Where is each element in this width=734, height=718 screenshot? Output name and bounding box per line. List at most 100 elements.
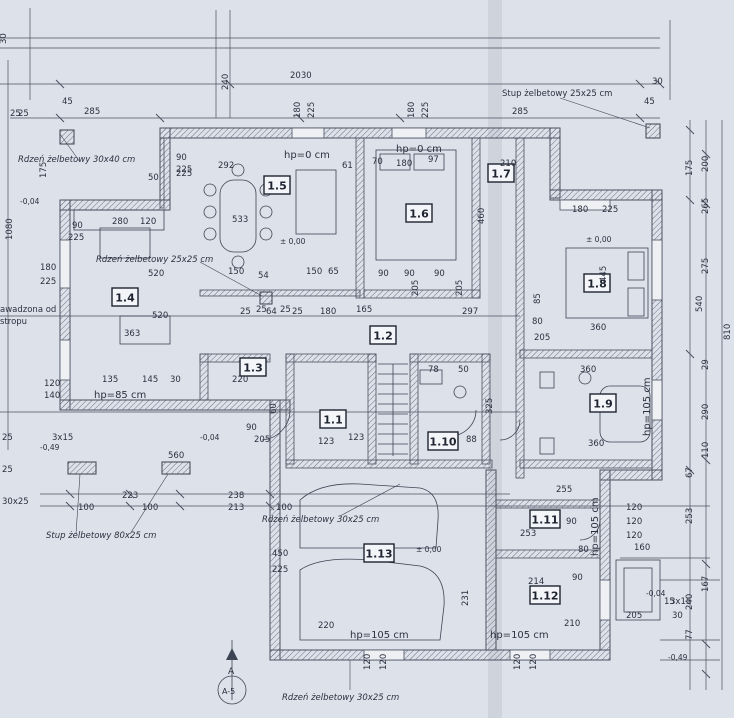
dimension-d50b: 50 — [458, 365, 469, 375]
furniture — [73, 149, 661, 641]
notes: Stup żelbetowy 25x25 cm Rdzeń żelbetowy … — [0, 89, 612, 703]
dimension-d100b: 100 — [142, 503, 158, 513]
dimension-d61: 61 — [342, 161, 353, 171]
note-rdzen-30x40: Rdzeń żelbetowy 30x40 cm — [18, 155, 135, 165]
dimension-d238: 238 — [228, 491, 244, 501]
dimension-d120a: 120 — [140, 217, 156, 227]
dimension-d445: 445 — [599, 266, 609, 282]
dimension-ticks — [55, 79, 711, 679]
dimension-d180d: 180 — [572, 205, 588, 215]
dimension-d285b: 285 — [512, 107, 528, 117]
dimension-d285: 285 — [84, 107, 100, 117]
dimension-d100c: 100 — [276, 503, 292, 513]
dimension-d30c: 30 — [672, 611, 683, 621]
dimension-d205: 205 — [411, 280, 421, 296]
level-hp105-bottom: hp=105 cm — [350, 630, 409, 641]
dimension-d123b: 123 — [348, 433, 364, 443]
dimension-d214: 214 — [528, 577, 544, 587]
room-label-box — [111, 287, 139, 307]
level-pm-1-5: ± 0,00 — [280, 237, 306, 246]
dimension-d450: 450 — [272, 549, 288, 559]
room-label-1-2: 1.2 — [373, 330, 393, 343]
level-m004-left: -0,04 — [20, 197, 40, 206]
bed-1-8 — [565, 247, 649, 319]
dimension-d253: 253 — [520, 529, 536, 539]
dimension-d30x25: 30x25 — [2, 497, 29, 507]
dimension-d290: 290 — [701, 404, 711, 420]
dimension-d85: 85 — [533, 293, 543, 304]
dimension-d29: 29 — [701, 359, 711, 370]
dimension-d205d: 205 — [534, 333, 550, 343]
dimension-d280: 280 — [112, 217, 128, 227]
section-marker: A A-5 — [217, 640, 247, 705]
dimension-d240: 240 — [221, 74, 231, 90]
room-label-box — [405, 203, 433, 223]
bathtub — [599, 385, 651, 443]
note-stup-top: Stup żelbetowy 25x25 cm — [502, 89, 612, 99]
dimension-d220b: 220 — [318, 621, 334, 631]
dimension-d90e: 90 — [434, 269, 445, 279]
note-wawadzona: awadzona od — [0, 305, 56, 315]
dimension-d90g: 90 — [566, 517, 577, 527]
room-label-box — [589, 393, 617, 413]
structural-columns — [59, 123, 661, 475]
dimension-d265r: 265 — [701, 198, 711, 214]
dimension-d54: 54 — [258, 271, 269, 281]
room-label-1-3: 1.3 — [243, 362, 263, 375]
dimension-d110: 110 — [701, 442, 711, 458]
bed-1-6 — [375, 149, 457, 261]
dimension-d67: 67 — [685, 467, 695, 478]
room-label-1-6: 1.6 — [409, 208, 429, 221]
note-stropu: stropu — [0, 317, 27, 327]
level-m004-mid: -0,04 — [200, 433, 220, 442]
dimension-d325: 325 — [485, 398, 495, 414]
dimension-d120f: 120 — [379, 654, 389, 670]
dimension-d180f: 180 — [320, 307, 336, 317]
dimension-d180b: 180 — [407, 102, 417, 118]
dimension-d90d: 90 — [404, 269, 415, 279]
dimension-d240r: 240 — [685, 594, 695, 610]
section-a5-label: A-5 — [222, 687, 235, 696]
dimension-d205e: 205 — [626, 611, 642, 621]
exterior-walls — [59, 127, 663, 661]
room-labels: 1.11.21.31.41.51.61.71.81.91.101.111.121… — [111, 163, 617, 605]
dining-table — [219, 179, 257, 253]
dimension-d205c: 205 — [254, 435, 270, 445]
windows — [59, 127, 663, 661]
dimension-d3x15: 3x15 — [52, 433, 73, 443]
dimension-d180e: 180 — [40, 263, 56, 273]
room-label-1-13: 1.13 — [365, 548, 392, 561]
car-top — [299, 483, 439, 549]
dimension-d90f: 90 — [246, 423, 257, 433]
dimension-d25d: 25 — [240, 307, 251, 317]
dimension-d210: 210 — [500, 159, 516, 169]
dimension-d210b: 210 — [564, 619, 580, 629]
dimension-d97: 97 — [428, 155, 439, 165]
note-stup-80x25: Stup żelbetowy 80x25 cm — [46, 531, 156, 541]
dimension-d1080r: 810 — [723, 324, 733, 340]
room-label-1-8: 1.8 — [587, 278, 607, 291]
room-label-box — [369, 325, 397, 345]
leader-lines — [59, 97, 651, 690]
dimension-d45r: 45 — [644, 97, 655, 107]
dimension-d175: 175 — [39, 162, 49, 178]
dimension-d135: 135 — [102, 375, 118, 385]
dimension-d120b: 120 — [626, 503, 642, 513]
dimension-d25b: 25 — [256, 305, 267, 315]
level-hp105-right: hp=105 cm — [642, 377, 653, 436]
note-rdzen-30x25-mid: Rdzeń żelbetowy 30x25 cm — [262, 515, 379, 525]
dimension-d223: 223 — [122, 491, 138, 501]
dimension-d225e: 225 — [602, 205, 618, 215]
level-hp105-1-11: hp=105 cm — [590, 497, 601, 556]
room-label-1-5: 1.5 — [267, 180, 287, 193]
dimension-d167: 167 — [701, 576, 711, 592]
level-hp105-bottom-r: hp=105 cm — [490, 630, 549, 641]
dimension-d520a: 520 — [148, 269, 164, 279]
room-label-box — [239, 357, 267, 377]
level-marks: ± 0,00 ± 0,00 ± 0,00 -0,04 -0,04 -0,04 -… — [20, 197, 688, 662]
dimension-d123: 123 — [318, 437, 334, 447]
dimension-d50: 50 — [148, 173, 159, 183]
note-rdzen-30x25-bottom: Rdzeń żelbetowy 30x25 cm — [282, 693, 399, 703]
dimension-d160: 160 — [634, 543, 650, 553]
